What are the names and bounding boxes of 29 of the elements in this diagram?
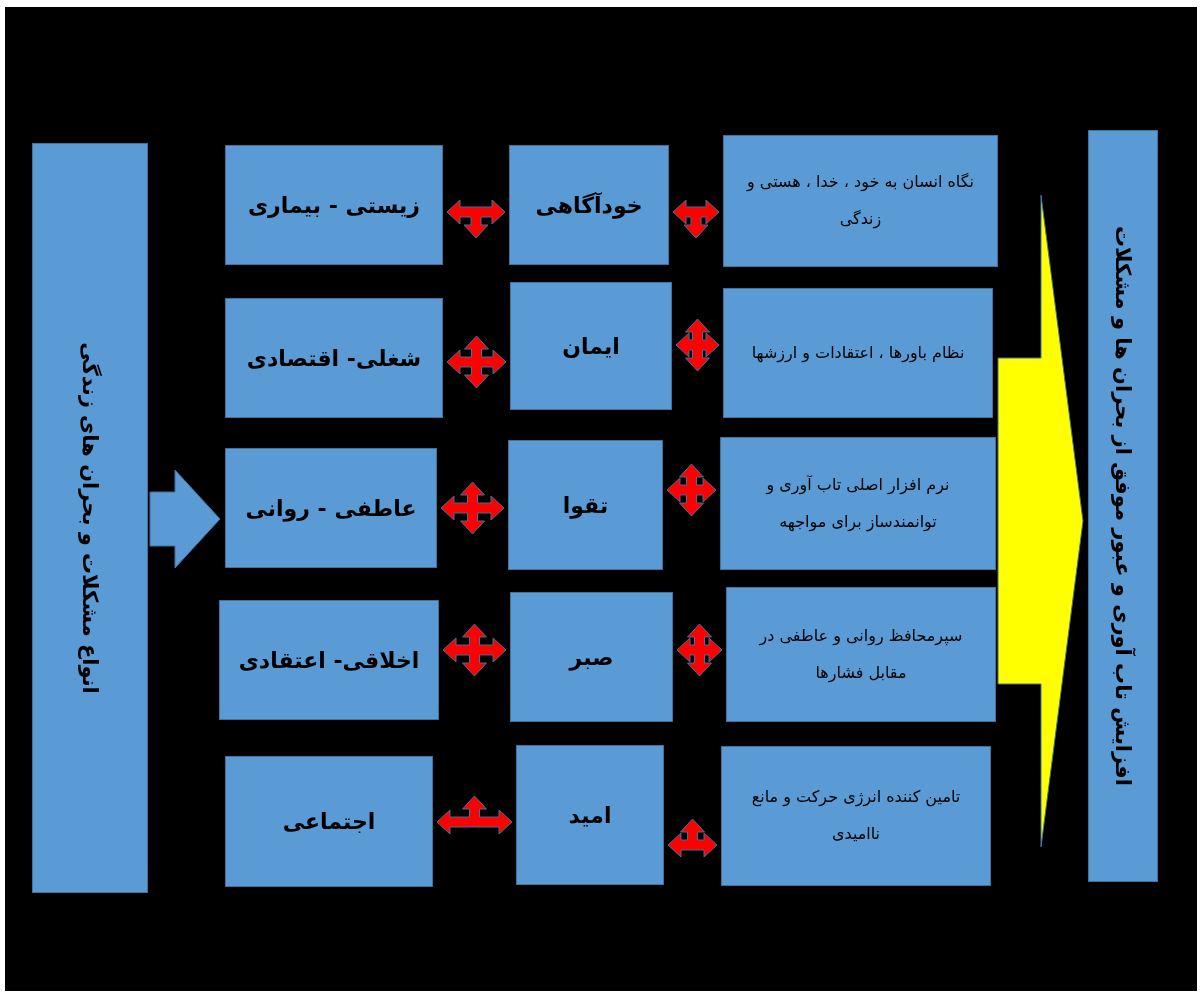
category-box: شغلی- اقتصادی bbox=[225, 298, 443, 418]
category-box: خودآگاهی bbox=[509, 145, 669, 265]
description-box: تامین کننده انرژی حرکت و مانع ناامیدی bbox=[721, 746, 991, 886]
category-box: زیستی - بیماری bbox=[225, 145, 443, 265]
category-box: امید bbox=[516, 745, 664, 885]
block-arrow bbox=[997, 194, 1084, 848]
category-box: ایمان bbox=[510, 282, 672, 410]
description-box: سپرمحافظ روانی و عاطفی در مقابل فشارها bbox=[726, 587, 996, 722]
three-way-arrow bbox=[672, 199, 720, 239]
description-box: نرم افزار اصلی تاب آوری و توانمندساز برای مواجهه bbox=[720, 437, 996, 570]
stage-box: انواع مشکلات و بحران های زندگی bbox=[32, 143, 148, 893]
four-way-arrow bbox=[440, 481, 505, 535]
block-arrow bbox=[149, 469, 221, 569]
four-way-arrow bbox=[442, 623, 507, 677]
four-way-arrow bbox=[446, 335, 507, 389]
four-way-arrow bbox=[666, 463, 717, 517]
three-way-arrow bbox=[667, 818, 718, 858]
category-box: عاطفی - روانی bbox=[225, 448, 437, 568]
category-box: اخلاقی- اعتقادی bbox=[219, 600, 439, 720]
category-box: صبر bbox=[510, 592, 673, 722]
three-way-arrow bbox=[436, 795, 513, 835]
description-box: نگاه انسان به خود ، خدا ، هستی و زندگی bbox=[723, 135, 998, 267]
category-box: تقوا bbox=[508, 440, 663, 570]
stage-box: افزایش تاب آوری و عبور موفق از بحران ها و مشکلات bbox=[1088, 130, 1158, 882]
three-way-arrow bbox=[446, 199, 506, 239]
description-box: نظام باورها ، اعتقادات و ارزشها bbox=[723, 288, 993, 418]
category-box: اجتماعی bbox=[225, 756, 433, 887]
four-way-arrow bbox=[675, 318, 720, 372]
four-way-arrow bbox=[676, 623, 723, 677]
